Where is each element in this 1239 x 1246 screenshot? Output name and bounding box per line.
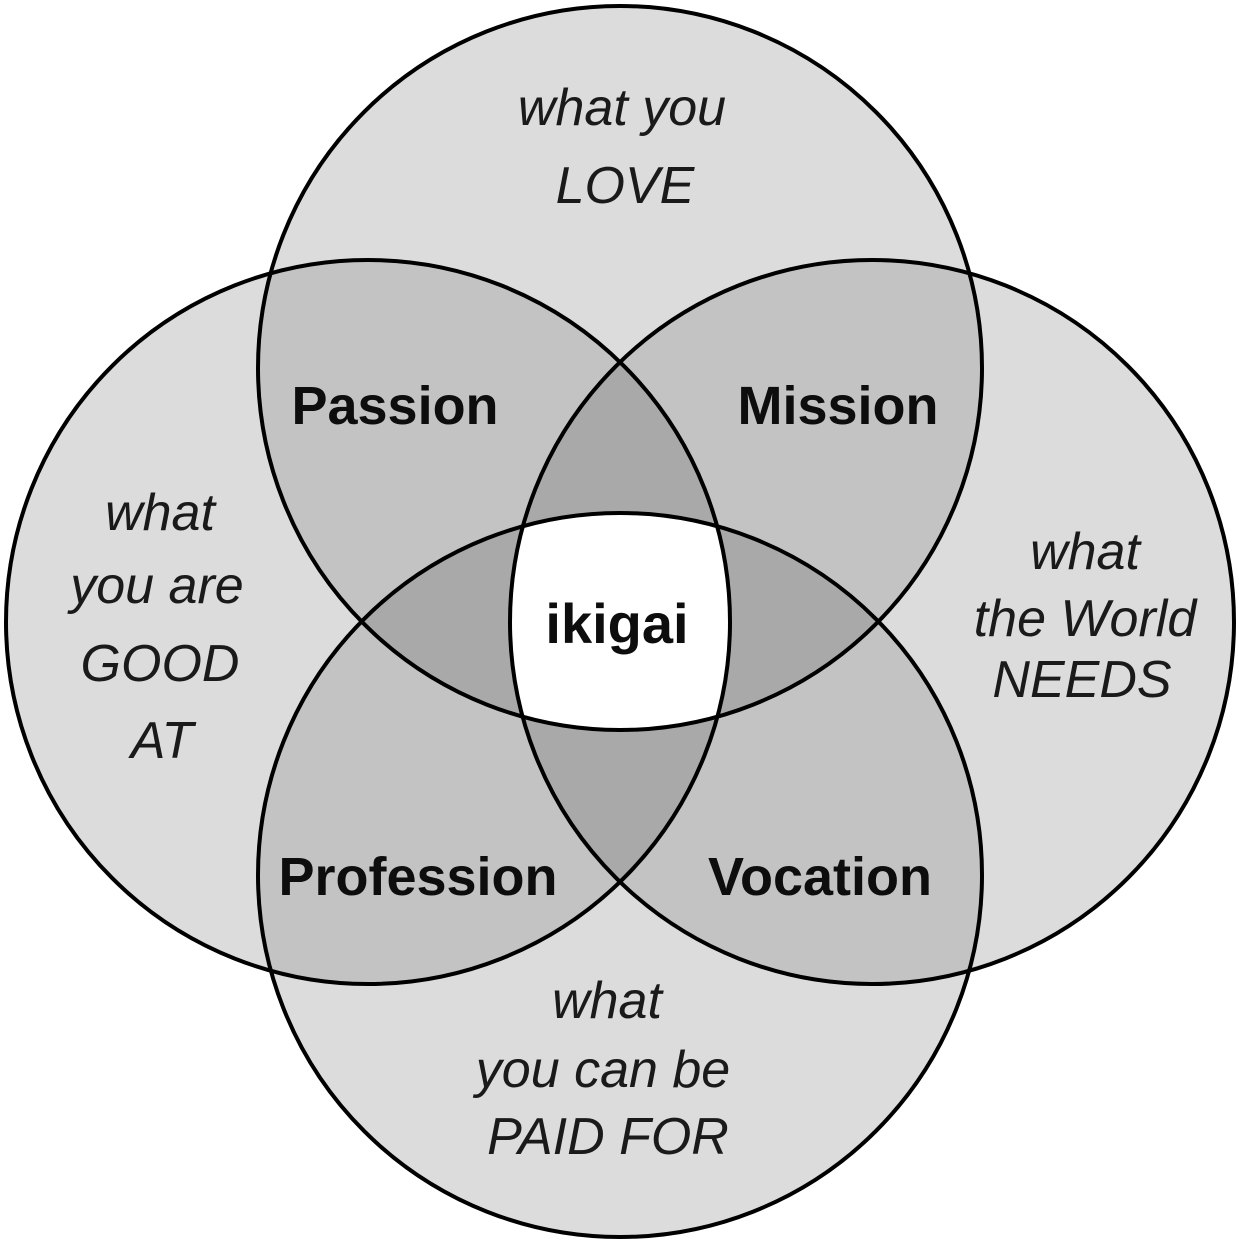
love-circle: [256, 4, 984, 732]
vocation-label: Vocation: [708, 847, 932, 907]
good-at-label-line4: AT: [128, 712, 197, 770]
world-needs-label-line2: the World: [974, 590, 1199, 648]
love-label-line2: LOVE: [556, 157, 696, 215]
good-at-label-line1: what: [105, 484, 217, 542]
passion-label: Passion: [291, 376, 498, 436]
profession-label: Profession: [278, 847, 557, 907]
paid-for-label-line2: you can be: [473, 1041, 730, 1099]
world-needs-label-line1: what: [1030, 523, 1142, 581]
paid-for-label-line3: PAID FOR: [487, 1108, 729, 1166]
paid-for-label-line1: what: [552, 972, 664, 1030]
paid-for-circle: [256, 511, 984, 1239]
world-needs-circle: [508, 258, 1236, 986]
ikigai-label: ikigai: [545, 592, 688, 655]
good-at-circle: [4, 258, 732, 986]
good-at-label-line2: you are: [67, 557, 243, 615]
mission-label: Mission: [737, 376, 938, 436]
good-at-label-line3: GOOD: [81, 635, 240, 693]
love-label-line1: what you: [518, 79, 726, 137]
circle-outlines: [4, 4, 1236, 1239]
world-needs-label-line3: NEEDS: [992, 651, 1171, 709]
